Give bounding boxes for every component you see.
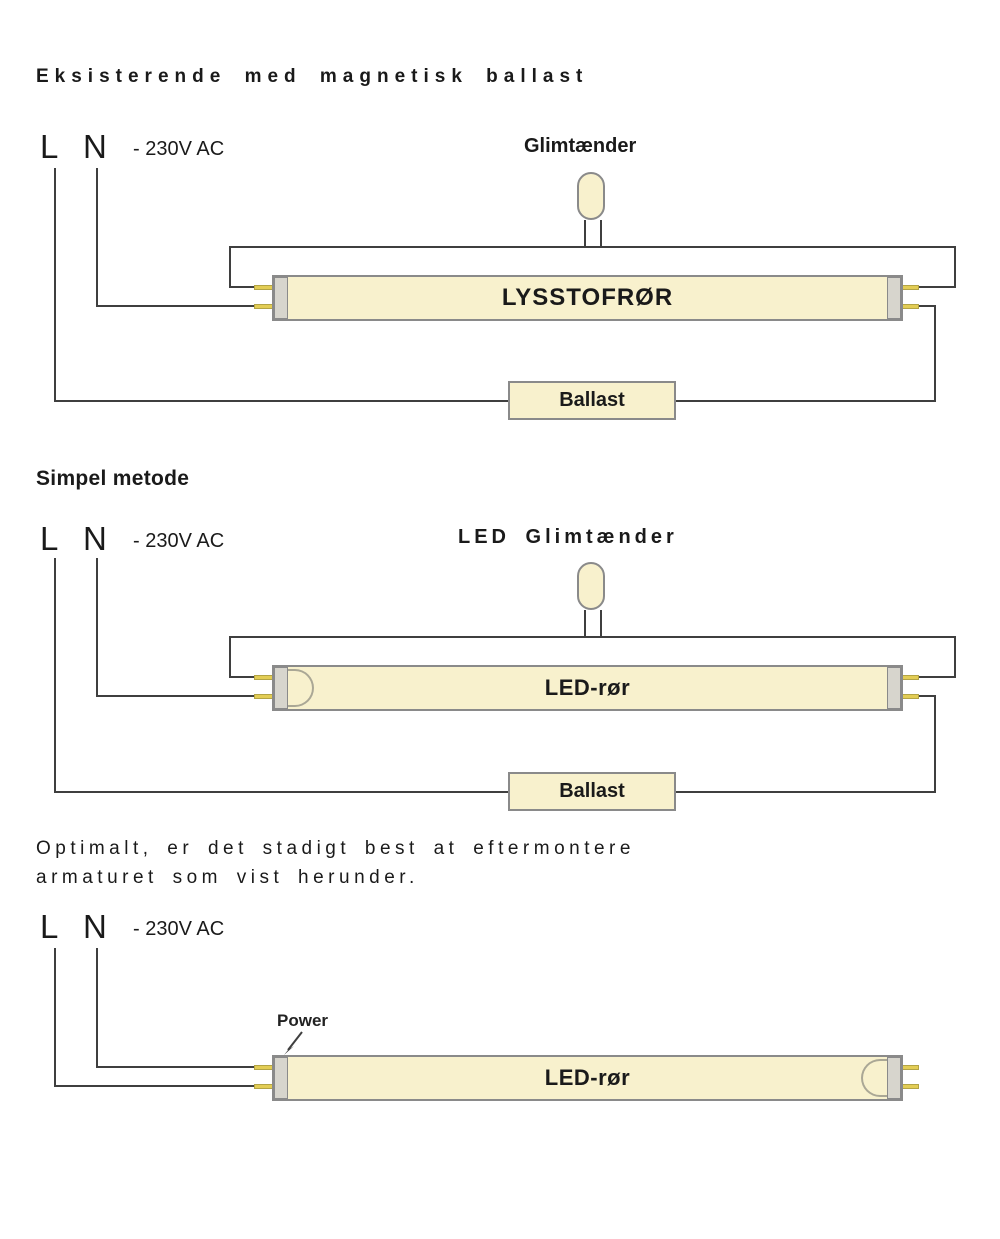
led-tube-retrofit: LED-rør bbox=[272, 1055, 903, 1101]
wire bbox=[584, 220, 586, 247]
wire-line-vertical bbox=[54, 558, 56, 793]
wire-line-vertical bbox=[54, 168, 56, 402]
starter-glimtaender bbox=[577, 172, 605, 220]
s2-voltage-label: - 230V AC bbox=[133, 530, 225, 552]
fluorescent-tube: LYSSTOFRØR bbox=[272, 275, 903, 321]
wire-neutral-vertical bbox=[96, 948, 98, 1068]
wire-neutral-vertical bbox=[96, 558, 98, 697]
tube-end-cap bbox=[274, 277, 288, 319]
wire bbox=[934, 305, 936, 402]
s3-tube-label: LED-rør bbox=[544, 1065, 631, 1090]
s2-starter-label: LED Glimtænder bbox=[458, 526, 678, 548]
wire-line-to-ballast bbox=[54, 400, 510, 402]
tube-pin bbox=[254, 694, 274, 699]
wire bbox=[229, 246, 231, 288]
wire-neutral-to-pin bbox=[96, 305, 256, 307]
tube-pin bbox=[254, 1065, 274, 1070]
wire bbox=[918, 286, 956, 288]
tube-end-cap bbox=[274, 1057, 288, 1099]
led-end-shape bbox=[288, 669, 314, 707]
wire-neutral-to-pin bbox=[96, 1066, 256, 1068]
wire-ballast-return bbox=[674, 400, 936, 402]
s3-voltage-label: - 230V AC bbox=[133, 918, 225, 940]
section3-note-line1: Optimalt, er det stadigt best at eftermo… bbox=[36, 838, 635, 859]
wire-ballast-return bbox=[674, 791, 936, 793]
s3-neutral-label: N bbox=[83, 908, 107, 945]
led-tube: LED-rør bbox=[272, 665, 903, 711]
section1-heading: Eksisterende med magnetisk ballast bbox=[36, 66, 589, 87]
tube-end-cap bbox=[887, 667, 901, 709]
wire bbox=[600, 610, 602, 637]
wire bbox=[954, 636, 956, 678]
s1-neutral-label: N bbox=[83, 128, 107, 165]
wire bbox=[600, 220, 602, 247]
s3-line-label: L bbox=[40, 908, 59, 945]
wire bbox=[229, 286, 256, 288]
wire-starter-bus bbox=[229, 636, 956, 638]
s2-tube-label: LED-rør bbox=[544, 675, 631, 700]
wire-neutral-vertical bbox=[96, 168, 98, 307]
s2-line-label: L bbox=[40, 520, 59, 557]
s2-neutral-label: N bbox=[83, 520, 107, 557]
wire bbox=[918, 305, 936, 307]
s1-ballast-label: Ballast bbox=[559, 389, 625, 411]
wire bbox=[918, 695, 936, 697]
s1-line-label: L bbox=[40, 128, 59, 165]
tube-pin bbox=[254, 675, 274, 680]
wire bbox=[934, 695, 936, 793]
s1-tube-label: LYSSTOFRØR bbox=[501, 284, 674, 311]
tube-end-cap bbox=[887, 1057, 901, 1099]
wire bbox=[954, 246, 956, 288]
section3-note-line2: armaturet som vist herunder. bbox=[36, 867, 419, 888]
ballast-box: Ballast bbox=[508, 772, 676, 811]
wire bbox=[918, 676, 956, 678]
tube-pin bbox=[254, 304, 274, 309]
led-end-shape bbox=[861, 1059, 887, 1097]
wire-line-to-ballast bbox=[54, 791, 510, 793]
tube-pin bbox=[254, 285, 274, 290]
wire-line-to-pin bbox=[54, 1085, 256, 1087]
power-arrow-icon bbox=[284, 1031, 303, 1055]
s1-voltage-label: - 230V AC bbox=[133, 138, 225, 160]
tube-end-cap bbox=[887, 277, 901, 319]
s2-ballast-label: Ballast bbox=[559, 780, 625, 802]
wire-neutral-to-pin bbox=[96, 695, 256, 697]
tube-end-cap bbox=[274, 667, 288, 709]
wire bbox=[229, 676, 256, 678]
power-label: Power bbox=[277, 1011, 329, 1030]
wire bbox=[584, 610, 586, 637]
ballast-box: Ballast bbox=[508, 381, 676, 420]
wire-line-vertical bbox=[54, 948, 56, 1087]
wire bbox=[229, 636, 231, 678]
s1-starter-label: Glimtænder bbox=[524, 135, 637, 157]
section2-heading: Simpel metode bbox=[36, 467, 190, 490]
led-starter bbox=[577, 562, 605, 610]
wire-starter-bus bbox=[229, 246, 956, 248]
tube-pin bbox=[254, 1084, 274, 1089]
